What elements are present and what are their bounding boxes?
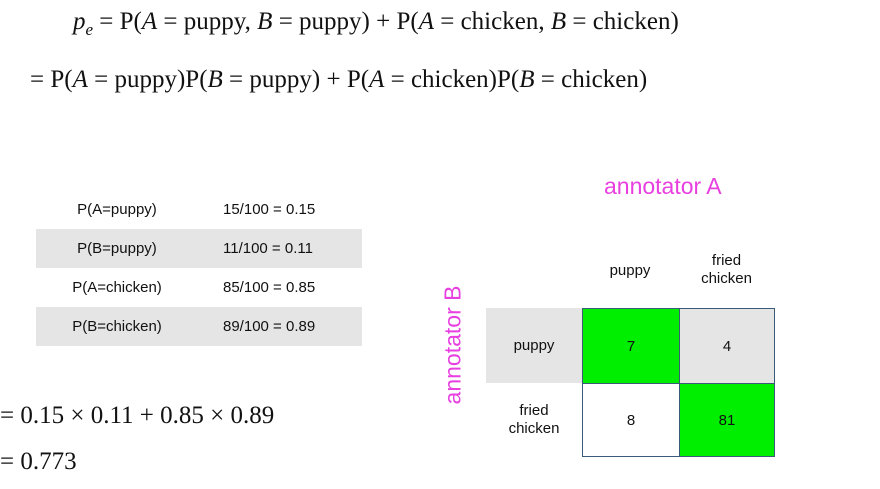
eq1-p1-a: A — [141, 8, 158, 35]
table-row: P(B=chicken) 89/100 = 0.89 — [36, 307, 362, 346]
eq1-p2-end: = chicken) — [566, 8, 679, 35]
row-header-fried-chicken: fried chicken — [508, 402, 560, 437]
eq1-p1: P( — [119, 8, 142, 35]
equation-line-1: pe = P(A = puppy, B = puppy) + P(A = chi… — [73, 8, 679, 41]
eq2-a1: A — [72, 66, 88, 93]
eq2-t2: = puppy) + P( — [222, 66, 370, 93]
eq1-p2-mid: = chicken, — [433, 8, 551, 35]
eq2-t1: = puppy)P( — [87, 66, 208, 93]
eq1-p2-b: B — [550, 8, 567, 35]
prob-label: P(B=puppy) — [36, 229, 198, 268]
result-line-2: = 0.773 — [0, 448, 77, 475]
table-row: P(B=puppy) 11/100 = 0.11 — [36, 229, 362, 268]
cell-puppy-chicken: 4 — [679, 309, 774, 383]
eq2-b2: B — [519, 66, 535, 93]
probability-table: P(A=puppy) 15/100 = 0.15 P(B=puppy) 11/1… — [36, 190, 362, 346]
prob-label: P(B=chicken) — [36, 307, 198, 346]
eq1-p1-mid: = puppy, — [157, 8, 258, 35]
eq2-t3: = chicken)P( — [384, 66, 520, 93]
equation-line-2: = P(A = puppy)P(B = puppy) + P(A = chick… — [30, 66, 647, 94]
eq1-lhs-var: p — [73, 8, 86, 35]
eq1-p2: P( — [396, 8, 419, 35]
prob-value: 11/100 = 0.11 — [198, 229, 362, 268]
annotator-b-label: annotator B — [439, 285, 466, 405]
eq1-p1-end: = puppy) + — [272, 8, 397, 35]
cell-puppy-puppy: 7 — [583, 309, 679, 383]
eq1-eq: = — [93, 8, 120, 35]
prob-value: 85/100 = 0.85 — [223, 279, 316, 296]
eq2-prefix: = P( — [30, 66, 73, 93]
table-row: P(A=chicken) 85/100 = 0.85 — [36, 268, 362, 307]
table-row: P(A=puppy) 15/100 = 0.15 — [36, 190, 362, 229]
row-header-puppy: puppy — [486, 308, 582, 383]
eq1-p2-a: A — [418, 8, 434, 35]
eq1-lhs-sub: e — [85, 20, 94, 39]
result-line-1: = 0.15 × 0.11 + 0.85 × 0.89 — [0, 402, 275, 429]
prob-value: 89/100 = 0.89 — [198, 307, 362, 346]
cell-chicken-chicken: 81 — [679, 383, 774, 456]
eq2-b1: B — [207, 66, 223, 93]
column-header-fried-chicken: fried chicken — [701, 252, 752, 287]
eq1-p1-b: B — [257, 8, 273, 35]
prob-value: 15/100 = 0.15 — [223, 201, 316, 218]
eq2-a2: A — [369, 66, 385, 93]
prob-label: P(A=puppy) — [77, 201, 157, 218]
prob-label: P(A=chicken) — [72, 279, 162, 296]
column-header-puppy: puppy — [609, 262, 651, 279]
annotator-a-label: annotator A — [604, 173, 722, 199]
eq2-t4: = chicken) — [534, 66, 648, 93]
confusion-matrix-grid: 7 4 8 81 — [582, 308, 775, 457]
cell-chicken-puppy: 8 — [583, 383, 679, 456]
